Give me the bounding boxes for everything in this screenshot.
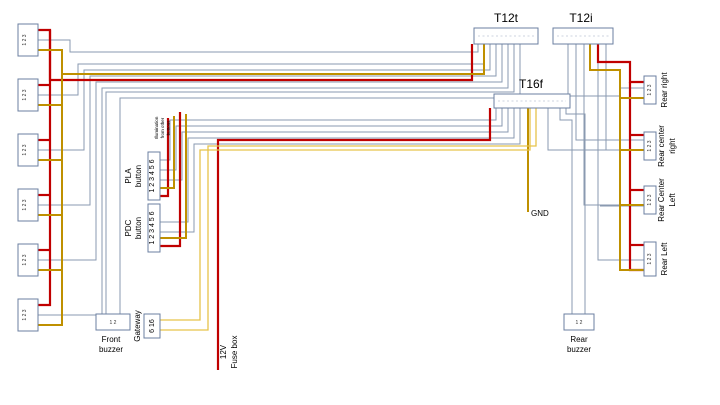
connector-t12t: T12t [473, 11, 539, 45]
left-sensor-3: 1 2 3 [17, 133, 39, 167]
svg-text:1 2 3: 1 2 3 [22, 89, 28, 100]
front-buzzer: 1 2 Front buzzer [95, 313, 131, 354]
svg-text:from other: from other [160, 117, 165, 138]
left-sensor-1: 1 2 3 [17, 23, 39, 57]
gateway: 6 16 Gateway [133, 310, 161, 342]
svg-text:1 2 3: 1 2 3 [22, 34, 28, 45]
pla-label-1: PLA [124, 168, 133, 184]
left-sensor-4: 1 2 3 [17, 188, 39, 222]
pla-button: 1 2 3 4 5 6 PLA button [124, 151, 161, 201]
gold-wires [38, 44, 644, 326]
front-buzzer-label-2: buzzer [99, 345, 123, 354]
pdc-label-1: PDC [124, 219, 133, 236]
gray-wires [38, 39, 644, 316]
sensor-rear-right: 1 2 3 Rear right [643, 72, 669, 108]
svg-text:1 2 3: 1 2 3 [647, 253, 653, 264]
svg-text:1 2 3: 1 2 3 [22, 254, 28, 265]
t12t-label: T12t [494, 11, 519, 25]
svg-text:1 2: 1 2 [576, 320, 583, 326]
rear-buzzer-label-1: Rear [570, 335, 588, 344]
sensor-rear-left: 1 2 3 Rear Left [643, 241, 669, 277]
connector-t12i: T12i [552, 11, 614, 45]
yellow-wires [160, 108, 537, 331]
rear-buzzer-label-2: buzzer [567, 345, 591, 354]
gateway-label: Gateway [133, 310, 142, 342]
pdc-label-2: button [134, 217, 143, 239]
connector-t16f: T16f [493, 77, 571, 109]
rear-center-left-label-1: Rear Center [657, 178, 666, 222]
left-sensor-6: 1 2 3 [17, 298, 39, 332]
rear-center-right-label-1: Rear center [657, 125, 666, 167]
t16f-label: T16f [519, 77, 544, 91]
v12-label: 12V [219, 344, 228, 359]
fuse-box-label: Fuse box [230, 336, 239, 369]
pla-label-2: button [134, 165, 143, 187]
right-sensors: 1 2 3 Rear right 1 2 3 Rear center right… [643, 72, 677, 277]
rear-center-left-label-2: Left [668, 193, 677, 207]
svg-text:1 2 3 4 5 6: 1 2 3 4 5 6 [149, 211, 156, 244]
left-sensors: 1 2 3 1 2 3 1 2 3 1 2 3 1 2 3 1 2 3 [17, 23, 39, 332]
rear-center-right-label-2: right [668, 137, 677, 153]
front-buzzer-label-1: Front [102, 335, 121, 344]
svg-text:1 2 3: 1 2 3 [647, 140, 653, 151]
svg-text:buttons: buttons [166, 120, 171, 136]
sensor-rear-center-left: 1 2 3 Rear Center Left [643, 178, 677, 222]
rear-left-label: Rear Left [660, 242, 669, 276]
gateway-pins: 6 16 [149, 319, 156, 333]
sensor-rear-center-right: 1 2 3 Rear center right [643, 125, 677, 167]
pdc-button: 1 2 3 4 5 6 PDC button [124, 203, 161, 253]
gnd-label: GND [531, 209, 549, 218]
svg-text:1 2: 1 2 [110, 320, 117, 326]
svg-text:1 2 3: 1 2 3 [22, 309, 28, 320]
svg-text:1 2 3: 1 2 3 [22, 144, 28, 155]
left-sensor-5: 1 2 3 [17, 243, 39, 277]
svg-text:1 2 3 4 5 6: 1 2 3 4 5 6 [149, 159, 156, 192]
svg-text:1 2 3: 1 2 3 [647, 194, 653, 205]
rear-right-label: Rear right [660, 72, 669, 108]
rear-buzzer: 1 2 Rear buzzer [563, 313, 595, 354]
left-sensor-2: 1 2 3 [17, 78, 39, 112]
illumination-note: Illumination from other buttons [154, 116, 171, 139]
svg-text:1 2 3: 1 2 3 [22, 199, 28, 210]
svg-text:Illumination: Illumination [154, 116, 159, 139]
t12i-label: T12i [569, 11, 592, 25]
svg-text:1 2 3: 1 2 3 [647, 84, 653, 95]
